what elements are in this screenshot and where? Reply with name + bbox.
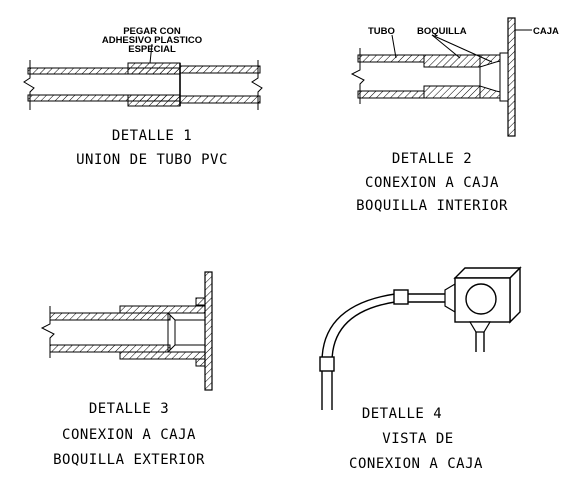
detail-1-caption-title: DETALLE 1 xyxy=(112,128,192,144)
detail-1-note-line-1: PEGAR CON xyxy=(123,26,181,37)
detail-2-interior-fitting: TUBO BOQUILLA CAJA xyxy=(350,17,559,137)
break-line-right xyxy=(251,60,263,110)
detail-2-caption-desc-2: BOQUILLA INTERIOR xyxy=(356,198,508,214)
label-caja: CAJA xyxy=(533,26,559,37)
box-wall xyxy=(204,271,213,391)
detail-2-caption-title: DETALLE 2 xyxy=(392,151,472,167)
detail-1-note-line-3: ESPECIAL xyxy=(128,44,176,55)
detail-4-box-view xyxy=(319,266,522,410)
detail-2-caption-desc-1: CONEXION A CAJA xyxy=(365,175,499,191)
detail-1-caption-desc: UNION DE TUBO PVC xyxy=(76,152,228,168)
detail-4-caption-title: DETALLE 4 xyxy=(362,406,442,422)
detail-3-caption-desc-1: CONEXION A CAJA xyxy=(62,427,196,443)
break-line xyxy=(350,48,365,104)
detail-3-caption-title: DETALLE 3 xyxy=(89,401,169,417)
detail-1-note-line-2: ADHESIVO PLASTICO xyxy=(102,35,202,46)
break-line xyxy=(40,306,55,358)
detail-3-exterior-fitting xyxy=(40,271,213,391)
detail-1-pipe-union: PEGAR CON ADHESIVO PLASTICO ESPECIAL xyxy=(23,26,263,110)
box-wall xyxy=(507,17,516,137)
note-leader xyxy=(149,43,153,64)
label-boquilla: BOQUILLA xyxy=(417,26,467,37)
detail-3-caption-desc-2: BOQUILLA EXTERIOR xyxy=(53,452,205,468)
label-tubo: TUBO xyxy=(368,26,395,37)
detail-4-caption-desc-2: CONEXION A CAJA xyxy=(349,456,483,472)
break-line-left xyxy=(23,60,35,110)
junction-box-icon xyxy=(453,266,522,324)
detail-4-caption-desc-1: VISTA DE xyxy=(382,431,453,447)
